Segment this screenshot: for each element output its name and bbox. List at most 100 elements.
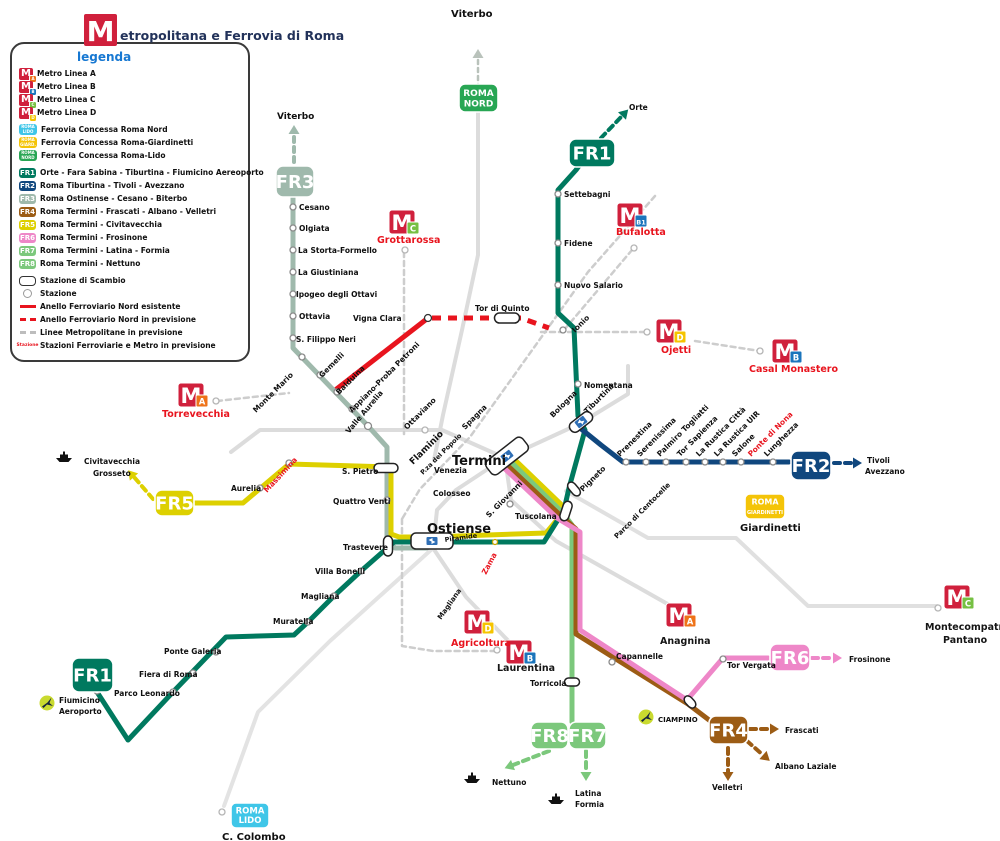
- line-prev-diagonale: [400, 194, 657, 521]
- ferry-cabin: [552, 796, 560, 800]
- ferry-icon: [56, 451, 72, 462]
- arrow-fr3-dash-viterbo: [288, 125, 300, 134]
- legend-label: Roma Termini - Nettuno: [40, 259, 141, 268]
- metro-station-label: Casal Monastero: [749, 364, 838, 375]
- line-anello-previsione: [432, 315, 550, 331]
- arrow-fr8-dash-nettuno: [504, 759, 515, 771]
- station-circle: [421, 426, 429, 434]
- interchange-trastevere: [382, 535, 394, 557]
- legend-item-linee-previsione: Linee Metropolitane in previsione: [19, 326, 241, 339]
- legend-item-fr7: FR7 Roma Termini - Latina - Formia: [19, 244, 241, 257]
- ferry-stack: [63, 451, 65, 455]
- map-label: Massimina: [262, 455, 299, 494]
- badge-text: NORD: [464, 99, 494, 109]
- map-label: Venezia: [434, 466, 467, 475]
- metro-sub-letter: C: [410, 225, 416, 235]
- legend-label: Metro Linea B: [37, 82, 96, 91]
- arrow-fr5-dash-civitavecchia: [128, 470, 139, 481]
- metro-station-label: Torrevecchia: [162, 409, 230, 420]
- metro-sub-letter: A: [687, 618, 694, 628]
- station-circle: [218, 808, 226, 816]
- badge-text: LIDO: [239, 816, 262, 826]
- ferry-hull: [464, 779, 480, 783]
- station-circle: [330, 592, 338, 600]
- legend-label: Roma Termini - Civitavecchia: [40, 220, 163, 229]
- map-label: Orte: [629, 103, 648, 112]
- map-label: C. Colombo: [222, 832, 286, 841]
- grey-dash-symbol-icon: [19, 331, 36, 334]
- station-circle: [363, 421, 373, 431]
- station-symbol-icon: [23, 289, 32, 298]
- line-prev-metro-d-sud: [400, 517, 496, 653]
- station-circle: [212, 648, 220, 656]
- badge-box: [275, 165, 315, 198]
- map-label: Pigneto: [578, 464, 607, 493]
- map-label: Aurelia: [231, 484, 261, 493]
- station-circle: [304, 618, 312, 626]
- interchange-termini: [484, 436, 530, 476]
- map-label: Nuovo Salario: [564, 281, 623, 290]
- station-circle: [737, 458, 745, 466]
- metro-station-label: Anagnina: [660, 636, 711, 647]
- line-anello-esistente: [332, 316, 430, 393]
- legend-label: Roma Termini - Latina - Formia: [40, 246, 170, 255]
- metro-sub-box: [789, 350, 803, 364]
- station-circle: [491, 538, 499, 546]
- map-label: Fiumicino: [59, 696, 100, 705]
- map-label: Fidene: [564, 239, 593, 248]
- map-label: Trastevere: [343, 543, 388, 552]
- metro-sub-letter: A: [199, 398, 206, 408]
- badge-text: FR4: [709, 720, 748, 741]
- badge-text: FR7: [568, 726, 607, 747]
- badge-box: [458, 83, 499, 113]
- airplane-glyph: [42, 697, 53, 708]
- badge-box: [568, 138, 616, 168]
- station-circle: [719, 655, 727, 663]
- legend-label: Roma Ostinense - Cesano - Biterbo: [40, 194, 188, 203]
- map-label: Parco di Centocelle: [613, 481, 672, 540]
- interchange-s-pietro: [373, 462, 399, 474]
- map-label: Nomentana: [584, 381, 633, 390]
- arrow-fr2-dash-tivoli: [853, 457, 862, 469]
- arrow-roma-nord-dash: [472, 49, 484, 58]
- map-label: Muratella: [273, 617, 313, 626]
- line-badge-fr1-fiumicino: FR1: [71, 657, 114, 693]
- map-label: Frosinone: [849, 655, 890, 664]
- badge-box: [708, 715, 749, 745]
- legend-label: Anello Ferroviario Nord in previsione: [40, 315, 197, 324]
- station-circle: [316, 371, 324, 379]
- metro-station-label: Pantano: [943, 635, 988, 646]
- station-circle: [289, 224, 297, 232]
- fr5-badge-icon: FR5: [19, 219, 37, 230]
- map-label: Latina: [575, 789, 601, 798]
- map-label: Giardinetti: [740, 523, 801, 534]
- map-label: La Giustiniana: [298, 268, 359, 277]
- interchange-roma-tiburtina: [568, 410, 594, 434]
- map-label: Tor Vergata: [727, 661, 776, 670]
- metro-sub-box: [406, 221, 420, 235]
- line-prev-metro-a-ovest: [215, 391, 291, 403]
- map-label: Viterbo: [451, 9, 493, 20]
- legend-label: Linee Metropolitane in previsione: [40, 328, 183, 337]
- interchange-torricola: [563, 677, 581, 687]
- metro-sub-box: [634, 214, 648, 228]
- metro-station-label: Laurentina: [497, 663, 555, 674]
- map-label: Termini: [452, 454, 506, 469]
- badge-box: [568, 721, 607, 750]
- map-label: Settebagni: [564, 190, 610, 199]
- badge-box: [230, 802, 270, 829]
- metro-sub-box: [683, 614, 697, 628]
- fr2-badge-icon: FR2: [19, 180, 37, 191]
- map-label: Zama: [480, 551, 499, 576]
- metro-sub-letter: B: [793, 354, 799, 364]
- map-label: La Storta-Formello: [298, 246, 377, 255]
